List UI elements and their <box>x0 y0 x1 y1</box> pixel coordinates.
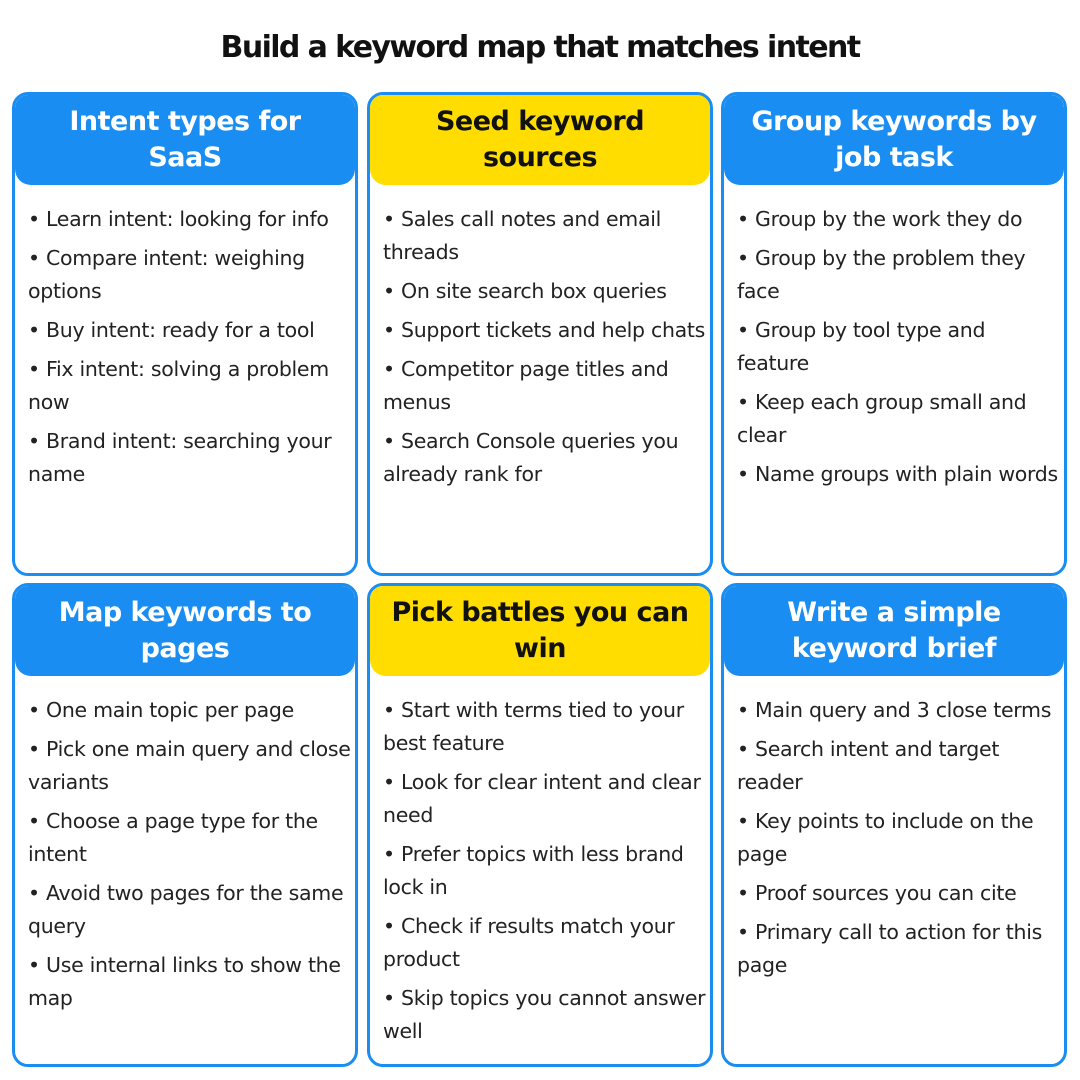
card-header: Write a simple keyword brief <box>724 586 1064 676</box>
list-item: • Prefer topics with less brand lock in <box>383 842 684 899</box>
list-item: • Check if results match your product <box>383 914 675 971</box>
page-title: Build a keyword map that matches intent <box>220 30 862 65</box>
card-map-keywords-to-pages: Map keywords to pages • One main topic p… <box>12 583 358 1067</box>
list-item: • Keep each group small and clear <box>737 390 1027 447</box>
list-item: • Group by the work they do <box>737 207 1023 231</box>
list-item: • On site search box queries <box>383 279 667 303</box>
list-item: • Support tickets and help chats <box>383 318 706 342</box>
list-item: • Main query and 3 close terms <box>737 698 1052 722</box>
card-seed-keyword-sources: Seed keyword sources • Sales call notes … <box>367 92 713 576</box>
card-title: Intent types for SaaS <box>69 106 301 173</box>
card-item-list: • Group by the work they do • Group by t… <box>737 203 1060 497</box>
card-group-keywords: Group keywords by job task • Group by th… <box>721 92 1067 576</box>
list-item: • Brand intent: searching your name <box>28 429 332 486</box>
card-header: Seed keyword sources <box>370 95 710 185</box>
card-item-list: • Main query and 3 close terms • Search … <box>737 694 1060 988</box>
list-item: • Name groups with plain words <box>737 462 1058 486</box>
card-header: Intent types for SaaS <box>15 95 355 185</box>
card-title: Group keywords by job task <box>751 106 1037 173</box>
card-title: Write a simple keyword brief <box>787 597 1001 664</box>
card-item-list: • Learn intent: looking for info • Compa… <box>28 203 351 497</box>
card-pick-battles: Pick battles you can win • Start with te… <box>367 583 713 1067</box>
list-item: • Search Console queries you already ran… <box>383 429 679 486</box>
list-item: • Buy intent: ready for a tool <box>28 318 315 342</box>
card-item-list: • Start with terms tied to your best fea… <box>383 694 706 1054</box>
list-item: • One main topic per page <box>28 698 294 722</box>
list-item: • Look for clear intent and clear need <box>383 770 701 827</box>
list-item: • Group by the problem they face <box>737 246 1026 303</box>
list-item: • Sales call notes and email threads <box>383 207 662 264</box>
list-item: • Group by tool type and feature <box>737 318 986 375</box>
list-item: • Avoid two pages for the same query <box>28 881 344 938</box>
list-item: • Choose a page type for the intent <box>28 809 318 866</box>
list-item: • Compare intent: weighing options <box>28 246 305 303</box>
list-item: • Skip topics you cannot answer well <box>383 986 706 1043</box>
list-item: • Learn intent: looking for info <box>28 207 329 231</box>
list-item: • Key points to include on the page <box>737 809 1034 866</box>
list-item: • Search intent and target reader <box>737 737 1000 794</box>
card-item-list: • One main topic per page • Pick one mai… <box>28 694 351 1021</box>
card-title: Seed keyword sources <box>435 106 645 173</box>
list-item: • Proof sources you can cite <box>737 881 1017 905</box>
list-item: • Primary call to action for this page <box>737 920 1043 977</box>
card-intent-types: Intent types for SaaS • Learn intent: lo… <box>12 92 358 576</box>
card-header: Group keywords by job task <box>724 95 1064 185</box>
list-item: • Fix intent: solving a problem now <box>28 357 329 414</box>
list-item: • Pick one main query and close variants <box>28 737 351 794</box>
card-title: Pick battles you can win <box>391 597 689 664</box>
card-keyword-brief: Write a simple keyword brief • Main quer… <box>721 583 1067 1067</box>
list-item: • Start with terms tied to your best fea… <box>383 698 684 755</box>
card-item-list: • Sales call notes and email threads • O… <box>383 203 706 497</box>
list-item: • Competitor page titles and menus <box>383 357 669 414</box>
card-header: Pick battles you can win <box>370 586 710 676</box>
card-header: Map keywords to pages <box>15 586 355 676</box>
list-item: • Use internal links to show the map <box>28 953 341 1010</box>
card-title: Map keywords to pages <box>58 597 312 664</box>
